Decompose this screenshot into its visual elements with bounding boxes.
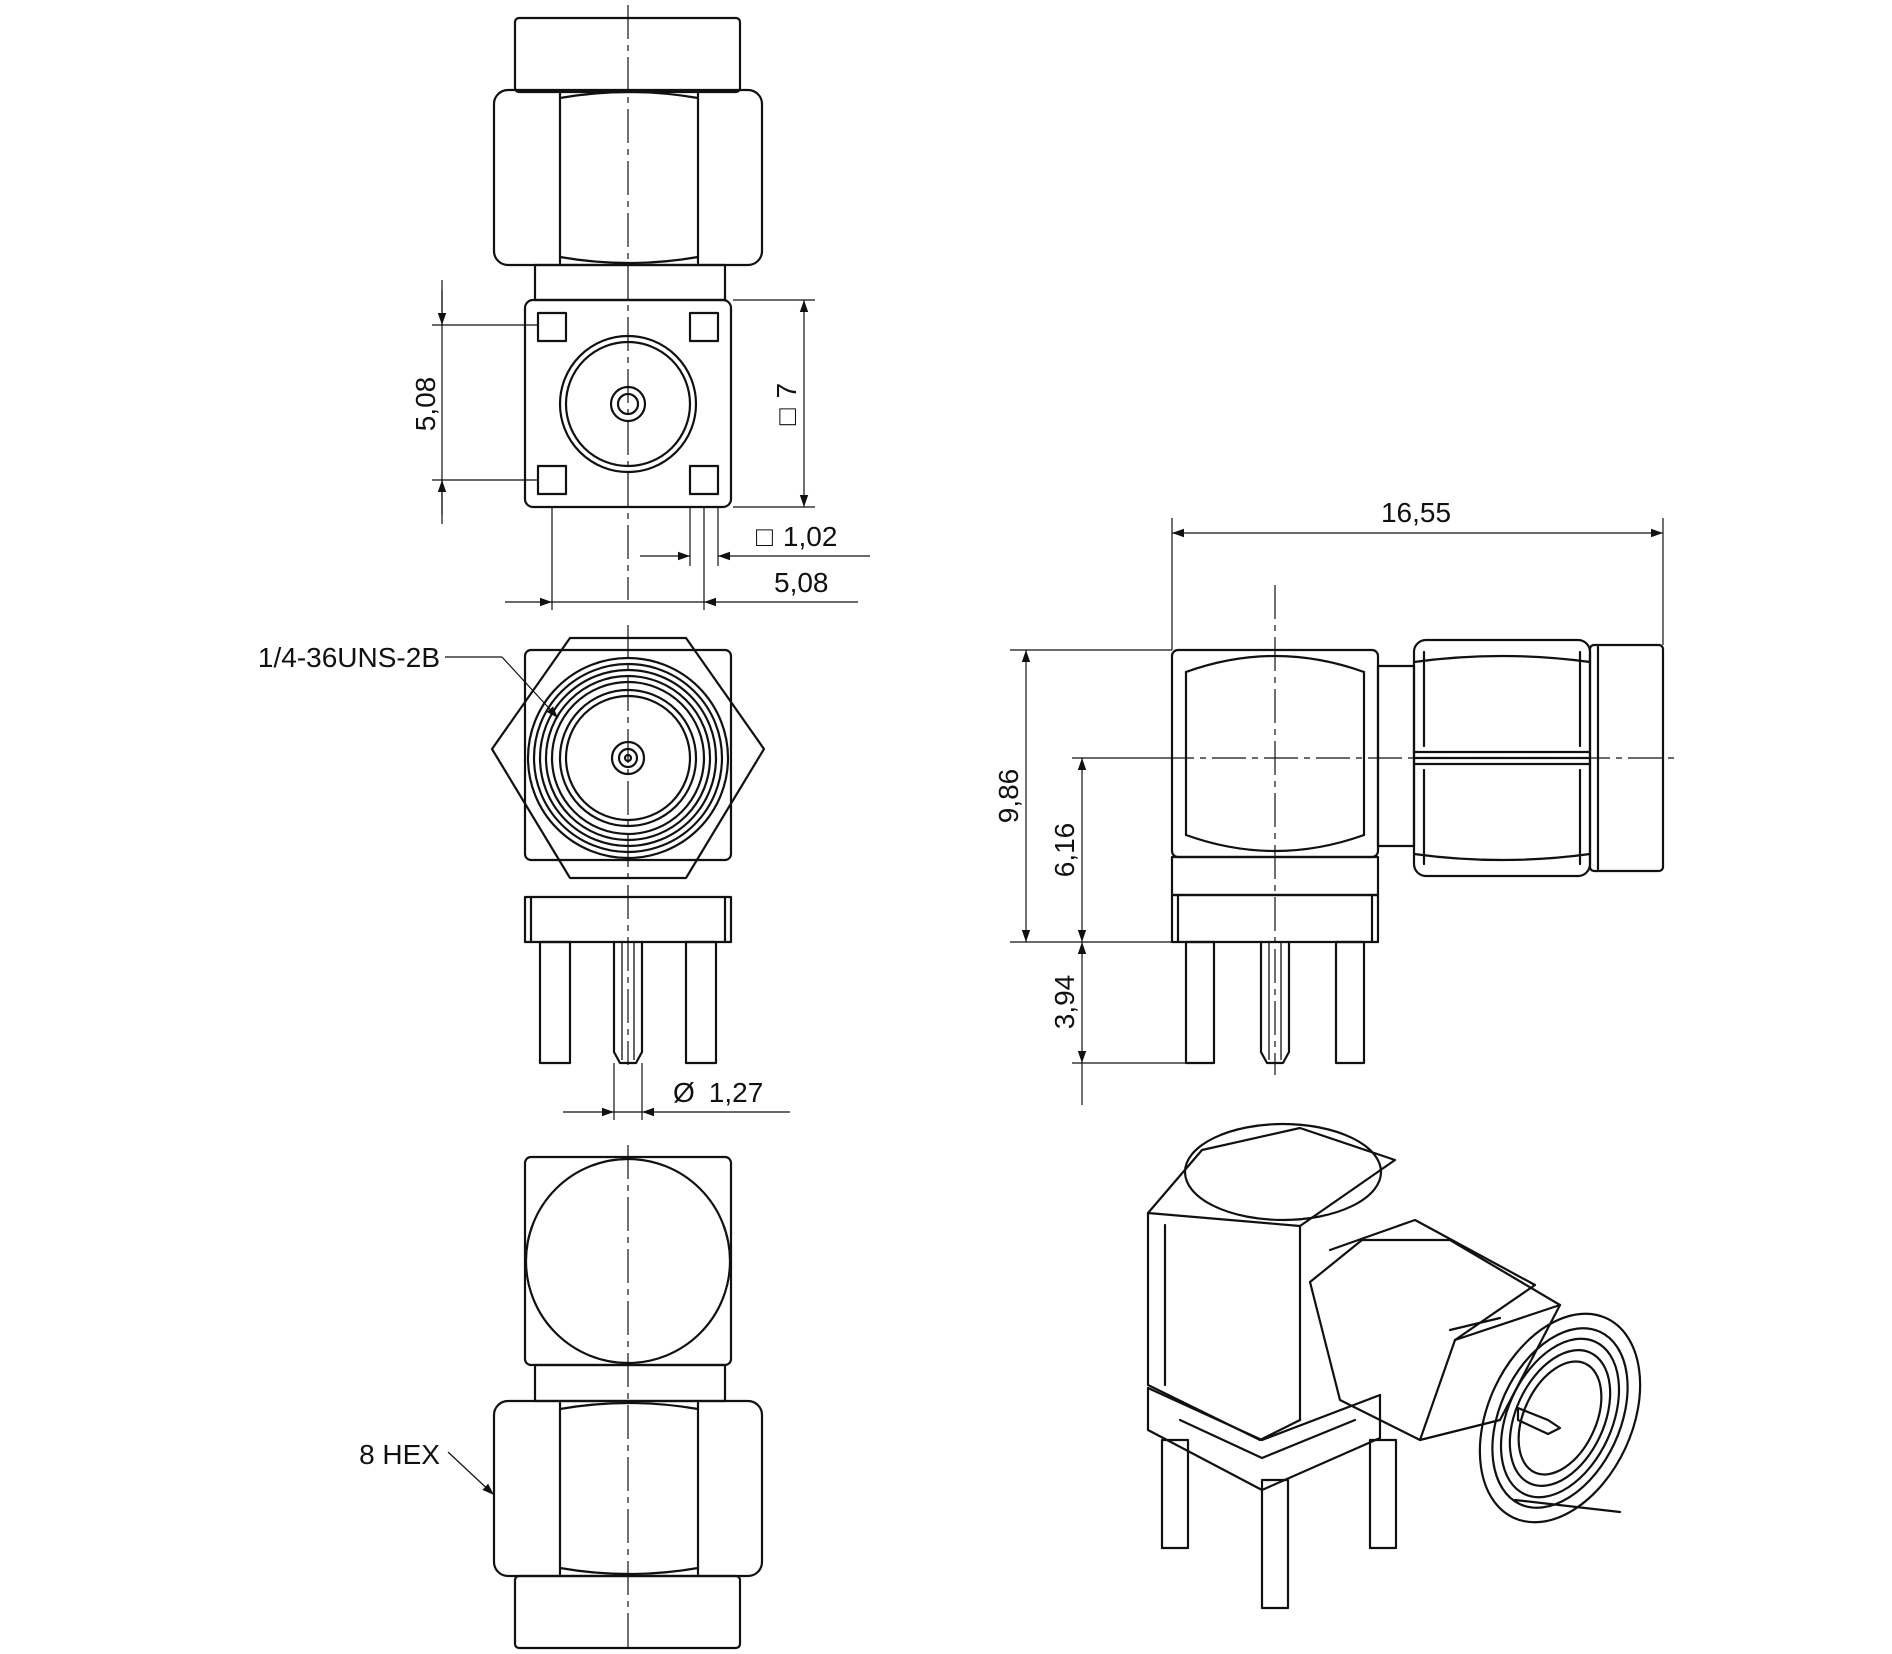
dimension-6-16: 6,16 [1049,757,1160,942]
dim-axis-height: 6,16 [1049,823,1080,878]
dim-overall-height: 9,86 [993,769,1024,824]
dim-pad-spacing-vertical: 5,08 [410,377,441,432]
callout-hex: 8 HEX [359,1439,495,1496]
square-symbol: □ [756,521,773,552]
pin-diameter-value: 1,27 [709,1077,764,1108]
square-symbol: □ [771,408,802,425]
dimension-5-08-vertical: 5,08 [410,280,538,524]
diameter-symbol: Ø [673,1077,695,1108]
dim-body-square: □7 [771,383,802,426]
isometric-view [1146,1122,1642,1610]
top-view [492,5,764,600]
dimension-diameter-1-27: Ø 1,27 [563,1063,790,1120]
dim-pad-square: □ 1,02 [756,521,837,552]
body-square-value: 7 [771,383,802,399]
dimension-9-86: 9,86 [993,649,1172,943]
dim-pad-spacing-horizontal: 5,08 [774,567,829,598]
pad-square-value: 1,02 [783,521,838,552]
dimension-3-94: 3,94 [1049,942,1186,1105]
dimension-square-1-02: □ 1,02 [640,507,870,566]
dimension-5-08-horizontal: 5,08 [505,507,858,610]
dim-pin-length: 3,94 [1049,975,1080,1030]
front-view [490,625,766,1065]
callout-thread: 1/4-36UNS-2B [258,642,559,719]
callout-hex-label: 8 HEX [359,1439,440,1470]
dimension-square-7: □7 [733,299,815,508]
dimension-16-55: 16,55 [1171,497,1664,650]
dim-pin-diameter: Ø 1,27 [673,1077,763,1108]
dim-overall-length: 16,55 [1381,497,1451,528]
callout-thread-label: 1/4-36UNS-2B [258,642,440,673]
side-view [1160,585,1680,1075]
bottom-view [492,1145,764,1652]
